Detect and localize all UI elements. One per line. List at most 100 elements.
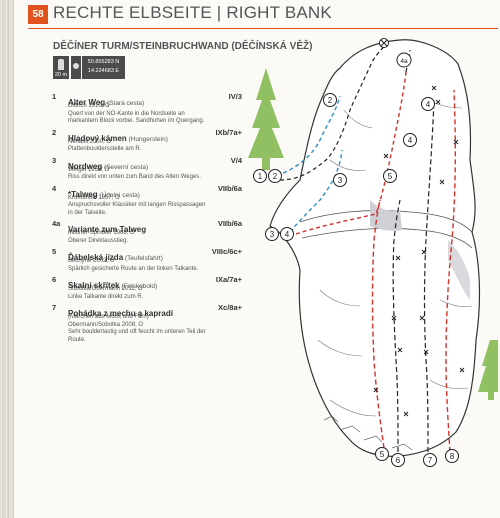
topo-route-label: 6 [391, 453, 405, 467]
route-description: Obermann/Sobotka 2008; O [68, 321, 144, 328]
route-description: Krombholz 1957; O [68, 194, 120, 201]
route-description: in der Talseite. [68, 209, 107, 216]
topo-route-label: 4 [421, 97, 435, 111]
route-description: Mildner-Spindler 1968; O [68, 230, 135, 236]
section-title: DĚČÍNER TURM/STEINBRUCHWAND (DĚČÍNSKÁ VĚ… [53, 41, 313, 52]
route-line-7 [423, 99, 435, 453]
tree-icon-right [478, 340, 498, 400]
route-description: Plattenbouldersstelle am R. [68, 146, 142, 152]
anchor-markers [373, 85, 465, 417]
svg-text:3: 3 [270, 230, 275, 239]
route-grade: IXa/7a+ [215, 275, 242, 284]
route-description: (Märchen aus Moos und Farn) [68, 314, 149, 320]
route-grade: Xc/8a+ [218, 303, 242, 312]
svg-text:2: 2 [273, 172, 278, 181]
rock-texture [317, 99, 473, 417]
summit-anchor-icon [379, 38, 389, 48]
svg-text:5: 5 [380, 450, 385, 459]
rock-outline [269, 39, 481, 457]
route-description: Bechyně 2002; O [68, 258, 115, 264]
rock-shading-right [448, 240, 470, 300]
route-name: Skalní skřítek [68, 281, 120, 290]
svg-text:4: 4 [408, 136, 413, 145]
route-name: Alter Weg [68, 98, 106, 107]
route-line-8 [445, 89, 457, 453]
route-alt-name: (Hungerstein) [126, 135, 168, 143]
route-number: 2 [52, 127, 57, 137]
topo-route-label: 4a [396, 52, 412, 68]
route-description: Sobotka/Obermann 2011; O [68, 286, 143, 292]
topo-route-label: 4 [280, 227, 294, 241]
topo-route-label: 4 [403, 133, 417, 147]
book-page-edges [0, 0, 14, 518]
tower-height-icon: 20 m [53, 56, 69, 79]
topo-route-label: 1 [253, 169, 267, 183]
route-name: Nordweg [68, 161, 103, 171]
route-name: Ďábelská jízda [68, 253, 124, 262]
svg-text:7: 7 [428, 456, 433, 465]
topo-route-label: 2 [268, 169, 282, 183]
route-alt-name: (Teufelsfahrt) [123, 255, 163, 262]
gps-coordinates: 50.855283 N 14.224683 E [82, 56, 125, 79]
svg-text:4: 4 [426, 100, 431, 109]
topo-route-label: 3 [265, 227, 279, 241]
route-number: 3 [52, 155, 57, 165]
svg-text:2: 2 [328, 96, 333, 105]
gps-lon: 14.224683 E [87, 68, 120, 74]
route-line-1 [269, 95, 341, 179]
route-name: Pohádka z mechu a kapradí [68, 309, 173, 318]
topo-route-label: 8 [445, 449, 459, 463]
route-description: Route. [68, 336, 86, 343]
route-number: 7 [52, 303, 57, 312]
route-alt-name: (Severní cesta) [102, 163, 149, 171]
topo-route-label: 3 [333, 173, 347, 187]
route-description: Dittrich 1910; O [68, 103, 110, 109]
svg-text:1: 1 [258, 172, 263, 181]
route-grade: V/4 [230, 155, 242, 165]
header-rule [28, 28, 498, 29]
location-pin-icon [71, 56, 81, 79]
route-line-2 [279, 43, 389, 181]
route-number: 4a [52, 219, 61, 228]
route-description: Anspruchsvoller Klassiker mit langen Ris… [68, 202, 206, 208]
route-number: 6 [52, 275, 57, 284]
route-line-4a [405, 49, 411, 73]
route-grade: IXb/7a+ [215, 127, 242, 137]
ground-rocks [323, 415, 413, 451]
route-line-4 [295, 71, 407, 235]
route-grade: IV/3 [228, 92, 242, 101]
route-grade: VIIb/6a [217, 219, 242, 228]
svg-text:4: 4 [285, 230, 290, 239]
route-line-3 [289, 149, 343, 233]
route-grade: VIIb/6a [217, 183, 242, 193]
route-number: 5 [52, 247, 57, 256]
route-line-5 [371, 199, 385, 449]
tree-icon [248, 68, 284, 170]
svg-text:8: 8 [450, 452, 455, 461]
route-description: Nehasil 2000; O [68, 138, 112, 145]
route-description: Riss direkt von unten zum Band des Alten… [68, 174, 201, 180]
route-number: 1 [52, 92, 57, 101]
route-alt-name: (Felskobold) [119, 283, 158, 290]
route-description: Sehr bouldertastig und oft feucht im unt… [68, 329, 206, 335]
route-name: Hladový kámen [68, 133, 127, 143]
route-alt-name: (Údolní cesta) [97, 191, 140, 199]
route-description: markantem Block vorbei. Sandhuhen im Que… [68, 118, 205, 124]
page-header: RECHTE ELBSEITE | RIGHT BANK [53, 3, 332, 22]
gps-lat: 50.855283 N [87, 59, 120, 65]
route-alt-name: (Stará cesta) [105, 100, 145, 107]
topo-route-label: 2 [323, 93, 337, 107]
svg-text:6: 6 [396, 456, 401, 465]
svg-text:4a: 4a [400, 58, 408, 65]
page-number: 58 [28, 5, 48, 24]
